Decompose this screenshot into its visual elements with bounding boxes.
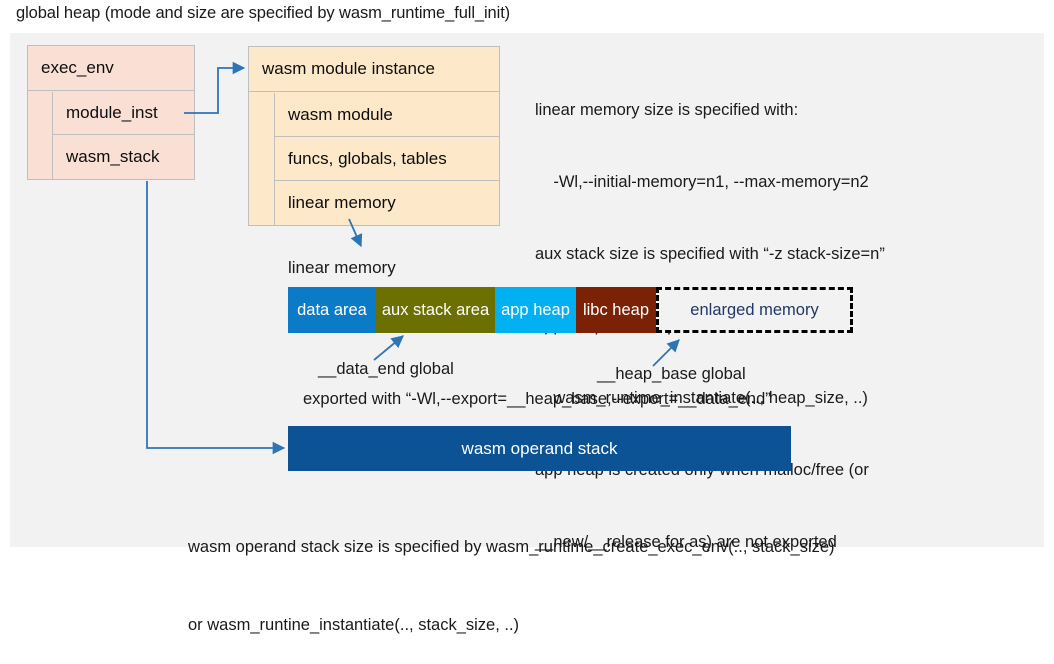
- note-line-5: wasm_runtime_instantiate(.., heap_size, …: [535, 389, 868, 407]
- arrow-heap-base-marker: [652, 339, 680, 367]
- memory-segment-data-area: data area: [288, 287, 376, 333]
- memory-segment-app-heap: app heap: [495, 287, 576, 333]
- connector-arrows: [146, 61, 680, 455]
- bottom-note-line-2: or wasm_runtine_instantiate(.., stack_si…: [188, 616, 520, 634]
- memory-segment-libc-heap-label: libc heap: [582, 300, 650, 319]
- arrow-data-end-marker: [373, 335, 404, 361]
- exec-env-field-module-inst-label: module_inst: [66, 103, 158, 122]
- exec-env-header-label: exec_env: [41, 58, 114, 77]
- module-field-wasm-module-label: wasm module: [288, 104, 393, 124]
- memory-segment-enlarged-memory-label: enlarged memory: [690, 300, 819, 319]
- wasm-module-instance-box: wasm module instance wasm module funcs, …: [248, 46, 500, 226]
- exec-env-field-module-inst: module_inst: [53, 92, 194, 135]
- annotation-heap-base: __heap_base global: [597, 365, 746, 383]
- linear-memory-bar-label: linear memory: [288, 258, 396, 277]
- arrow-linear-memory-to-bar: [348, 218, 363, 248]
- module-field-funcs-globals-tables-label: funcs, globals, tables: [288, 148, 447, 168]
- memory-segment-aux-stack-area: aux stack area: [376, 287, 495, 333]
- memory-segment-app-heap-label: app heap: [501, 300, 570, 319]
- module-field-linear-memory: linear memory: [275, 181, 499, 225]
- module-field-wasm-module: wasm module: [275, 93, 499, 137]
- module-field-funcs-globals-tables: funcs, globals, tables: [275, 137, 499, 181]
- arrow-wasm-stack-to-operand-stack: [146, 181, 286, 455]
- exec-env-box: exec_env module_inst wasm_stack: [27, 45, 195, 180]
- memory-segment-enlarged-memory: enlarged memory: [656, 287, 853, 333]
- memory-segment-libc-heap: libc heap: [576, 287, 656, 333]
- wasm-module-instance-header-label: wasm module instance: [262, 59, 435, 78]
- note-line-2: -Wl,--initial-memory=n1, --max-memory=n2: [535, 173, 869, 191]
- wasm-operand-stack-label: wasm operand stack: [461, 438, 618, 458]
- note-line-3: aux stack size is specified with “-z sta…: [535, 245, 885, 263]
- annotation-exported-with: exported with “-Wl,--export=__heap_base,…: [303, 390, 771, 408]
- exec-env-header: exec_env: [28, 46, 194, 91]
- exec-env-field-wasm-stack: wasm_stack: [53, 135, 194, 178]
- page-title: global heap (mode and size are specified…: [16, 4, 511, 22]
- linear-memory-bar: data area aux stack area app heap libc h…: [288, 287, 853, 333]
- module-field-linear-memory-label: linear memory: [288, 193, 396, 212]
- exec-env-field-wasm-stack-label: wasm_stack: [66, 146, 160, 166]
- wasm-module-instance-fields: wasm module funcs, globals, tables linea…: [274, 93, 499, 225]
- arrow-module-inst-to-instance: [184, 61, 246, 114]
- annotation-data-end: __data_end global: [318, 360, 454, 378]
- exec-env-fields: module_inst wasm_stack: [52, 92, 194, 179]
- wasm-module-instance-header: wasm module instance: [249, 47, 499, 92]
- memory-segment-data-area-label: data area: [297, 300, 367, 319]
- memory-segment-aux-stack-area-label: aux stack area: [381, 300, 490, 319]
- note-line-1: linear memory size is specified with:: [535, 101, 799, 119]
- wasm-operand-stack-box: wasm operand stack: [288, 426, 791, 471]
